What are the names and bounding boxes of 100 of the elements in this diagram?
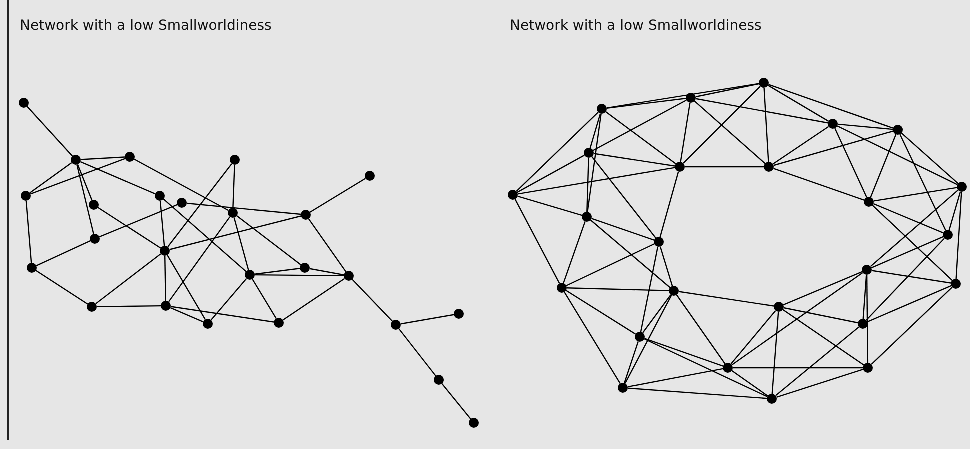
network-edge — [764, 88, 770, 162]
network-edge — [310, 268, 344, 276]
network-edge — [837, 126, 958, 186]
network-edge — [593, 100, 687, 152]
network-edge — [586, 158, 590, 212]
network-edge — [26, 200, 32, 264]
network-edge — [170, 216, 302, 250]
network-edge — [867, 285, 952, 323]
network-node — [301, 210, 311, 220]
network-node — [508, 190, 518, 200]
network-edge — [254, 268, 300, 275]
network-edge — [163, 198, 247, 272]
network-edge — [628, 388, 768, 400]
network-edge — [696, 83, 760, 98]
network-node — [584, 148, 594, 158]
network-edge — [901, 132, 959, 184]
network-edge — [774, 130, 894, 166]
network-edge — [683, 86, 761, 164]
network-node — [87, 302, 97, 312]
network-edge — [644, 338, 768, 398]
network-edge — [772, 312, 780, 394]
network-edge — [99, 204, 178, 238]
network-edge — [282, 278, 346, 321]
network-node — [274, 318, 284, 328]
network-edge — [80, 156, 126, 160]
network-node — [654, 237, 664, 247]
network-edge — [517, 154, 585, 194]
network-node — [686, 93, 696, 103]
network-edge — [948, 192, 962, 230]
network-edge — [732, 370, 768, 397]
network-edge — [36, 240, 91, 266]
network-edge — [310, 178, 366, 213]
network-node — [71, 155, 81, 165]
network-edge — [733, 367, 863, 369]
network-node — [957, 182, 967, 192]
network-edge — [587, 114, 602, 212]
network-edge — [680, 102, 691, 162]
network-edge — [784, 307, 858, 324]
network-edge — [900, 134, 946, 231]
network-edge — [838, 124, 894, 130]
network-edge — [774, 168, 864, 201]
network-node — [89, 200, 99, 210]
network-edge — [186, 202, 302, 216]
network-node — [391, 320, 401, 330]
network-node — [230, 155, 240, 165]
network-edge — [730, 310, 776, 365]
network-node — [864, 197, 874, 207]
network-node — [434, 375, 444, 385]
network-edge — [352, 279, 393, 322]
network-edge — [624, 342, 639, 384]
network-edge — [862, 274, 868, 320]
network-edge — [872, 270, 952, 284]
network-edge — [872, 205, 953, 281]
network-edge — [834, 128, 868, 198]
network-edge — [134, 158, 229, 212]
network-edge — [236, 216, 302, 266]
network-node — [557, 283, 567, 293]
network-node — [767, 394, 777, 404]
network-edge — [592, 218, 654, 241]
network-edge — [606, 98, 686, 109]
network-edge — [160, 200, 166, 246]
network-edge — [566, 290, 636, 335]
network-edge — [518, 167, 676, 195]
network-node — [245, 270, 255, 280]
network-edge — [871, 287, 953, 365]
network-edge — [96, 254, 162, 304]
network-edge — [866, 238, 945, 321]
network-edge — [685, 166, 764, 168]
network-node — [177, 198, 187, 208]
network-edge — [442, 384, 472, 420]
network-edge — [694, 100, 766, 164]
network-edge — [30, 162, 72, 194]
network-edge — [676, 294, 726, 364]
network-node — [228, 208, 238, 218]
network-edge — [874, 187, 958, 202]
network-edge — [518, 196, 582, 216]
network-edge — [252, 278, 277, 320]
network-edge — [564, 292, 621, 384]
network-edge — [866, 275, 869, 363]
network-edge — [776, 368, 864, 398]
network-node — [723, 363, 733, 373]
network-edge — [783, 271, 863, 306]
network-edge — [660, 172, 680, 238]
network-node — [155, 191, 165, 201]
network-edge — [232, 164, 236, 208]
network-node — [764, 162, 774, 172]
network-node — [669, 286, 679, 296]
network-node — [951, 279, 961, 289]
network-node — [759, 78, 769, 88]
network-node — [618, 383, 628, 393]
network-edge — [628, 368, 724, 388]
panel-title: Network with a low Smallworldiness — [20, 18, 272, 34]
network-edge — [624, 295, 672, 384]
network-edge — [566, 288, 670, 292]
network-edge — [566, 244, 655, 286]
network-edge — [168, 216, 231, 302]
network-edge — [168, 164, 232, 248]
network-edge — [80, 161, 156, 195]
network-node — [858, 319, 868, 329]
network-edge — [606, 83, 760, 109]
